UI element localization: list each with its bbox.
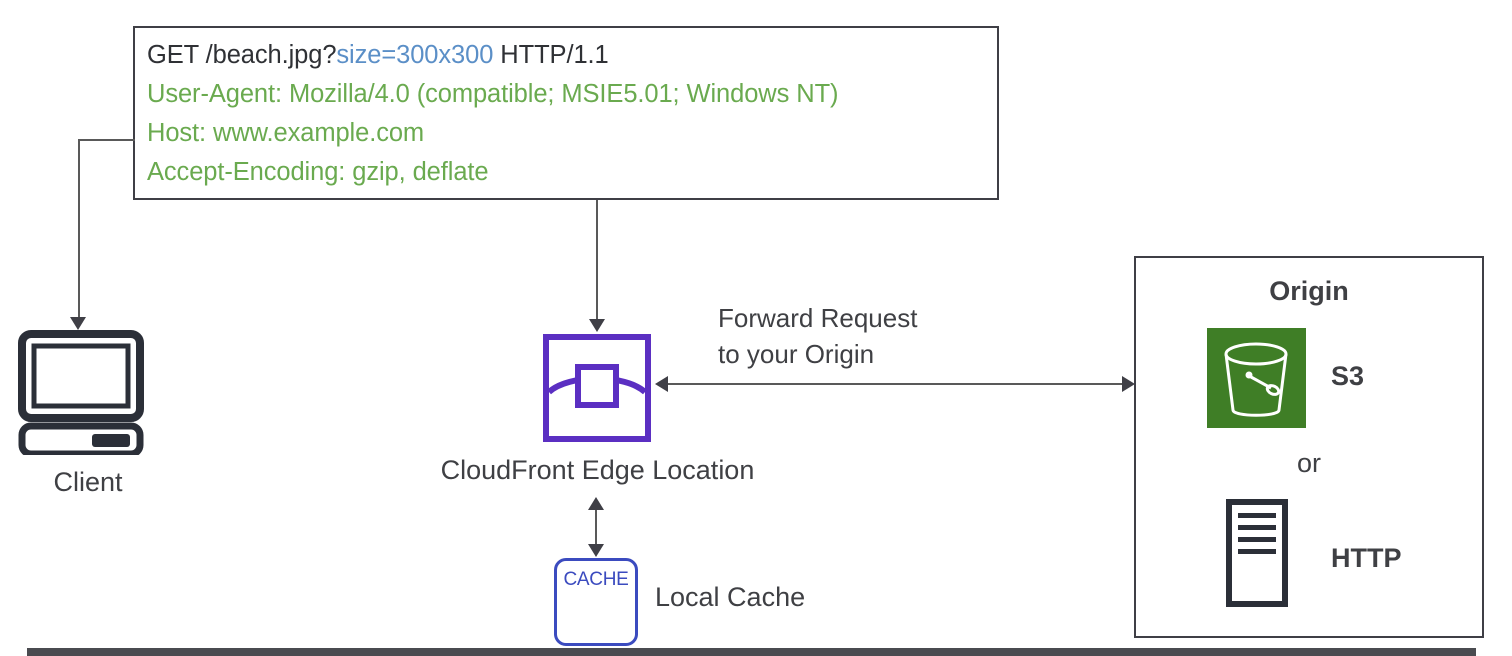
bottom-bar: [27, 648, 1476, 656]
origin-box: Origin S3 or HTTP: [1134, 256, 1484, 638]
arrowhead-to-cloudfront: [589, 319, 605, 332]
cloudfront-edge-icon: [543, 334, 651, 442]
local-cache-label: Local Cache: [655, 582, 806, 612]
http-label: HTTP: [1331, 543, 1402, 573]
connector-request-to-client-horizontal: [78, 139, 135, 141]
client-label: Client: [53, 467, 123, 497]
forward-request-line-2: to your Origin: [718, 339, 875, 369]
origin-title: Origin: [1269, 276, 1349, 306]
cloudfront-edge-label: CloudFront Edge Location: [440, 455, 755, 485]
arrowhead-toward-origin: [1122, 376, 1135, 392]
arrowhead-toward-cloudfront-cache: [588, 497, 604, 510]
connector-cloudfront-to-cache: [595, 500, 597, 555]
arrowhead-to-client: [70, 317, 86, 330]
http-request-box: GET /beach.jpg?size=300x300 HTTP/1.1 Use…: [133, 26, 999, 200]
request-header-user-agent: User-Agent: Mozilla/4.0 (compatible; MSI…: [147, 80, 839, 108]
request-header-host: Host: www.example.com: [147, 119, 425, 147]
arrowhead-toward-cache: [588, 544, 604, 557]
request-method-path: GET /beach.jpg?: [147, 41, 337, 69]
request-line-1: GET /beach.jpg?size=300x300 HTTP/1.1: [147, 36, 997, 75]
s3-label: S3: [1331, 361, 1365, 391]
http-server-icon: [1226, 499, 1288, 607]
origin-or-label: or: [1296, 448, 1321, 478]
connector-request-to-cloudfront: [596, 200, 598, 320]
request-header-accept-encoding: Accept-Encoding: gzip, deflate: [147, 158, 489, 186]
local-cache-box: CACHE: [554, 558, 638, 646]
connector-request-to-client-vertical: [78, 139, 80, 319]
s3-bucket-icon: [1207, 328, 1306, 428]
cache-badge-text: CACHE: [563, 569, 629, 590]
request-protocol: HTTP/1.1: [493, 41, 609, 69]
connector-cloudfront-to-origin: [660, 383, 1130, 385]
forward-request-line-1: Forward Request: [718, 303, 918, 333]
forward-request-label: Forward Request to your Origin: [718, 300, 978, 372]
arrowhead-toward-cloudfront: [655, 376, 668, 392]
client-computer-icon: [18, 330, 144, 455]
request-query-string: size=300x300: [336, 41, 494, 69]
